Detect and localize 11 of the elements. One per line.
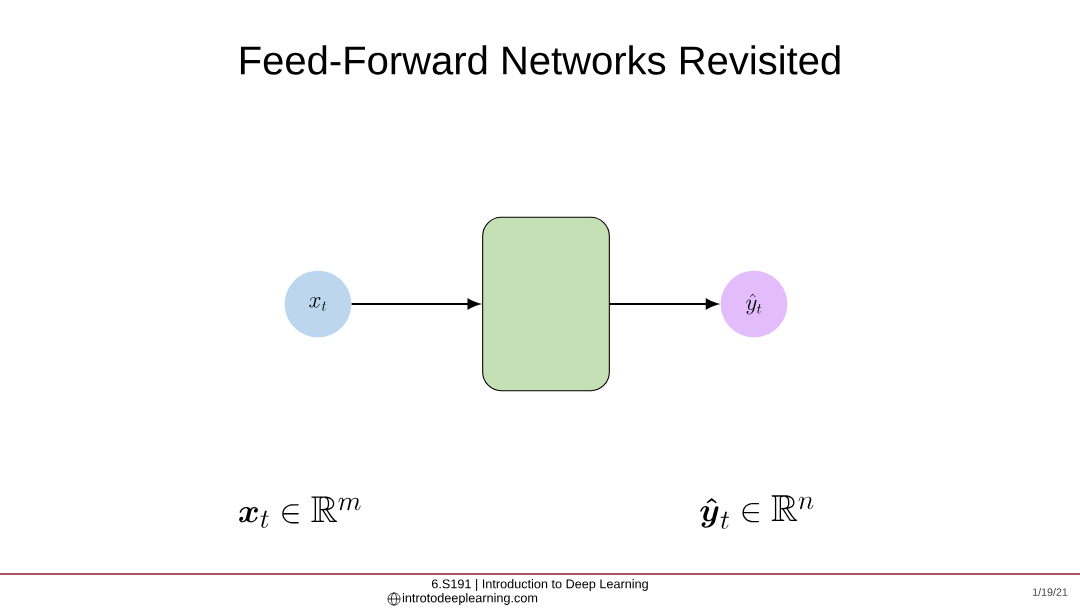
circle-node: $x_t$ [284,270,352,338]
formula: $\boldsymbol{\hat{y}}_t \in \mathbb{R}^n$ [700,495,814,530]
title: Feed-Forward Networks Revisited [241,45,840,75]
web-address: introtodeeplearning.com [402,593,538,605]
formula: $\boldsymbol{x}_t \in \mathbb{R}^m$ [239,496,361,528]
course-name: 6.S191 | Introduction to Deep Learning [431,579,648,591]
circle-node: $\hat{y}_t$ [720,270,788,338]
hidden-layer-box [482,216,610,392]
arrow [609,298,718,310]
arrow [351,298,480,310]
date: 1/19/21 [1033,588,1068,596]
